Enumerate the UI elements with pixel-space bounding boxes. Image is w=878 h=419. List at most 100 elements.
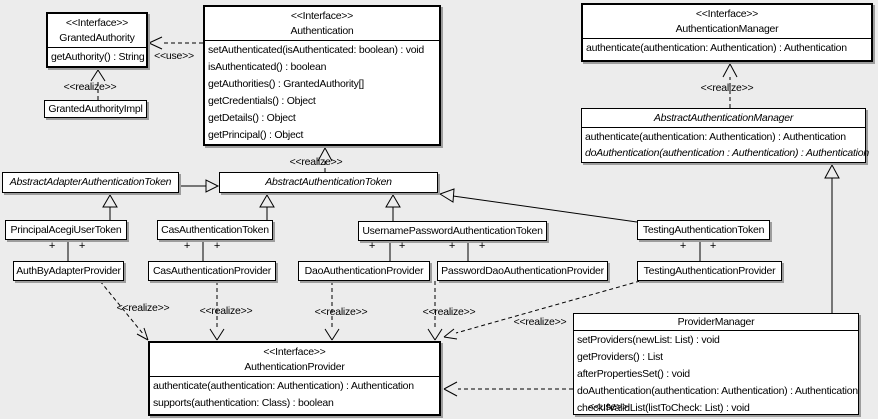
class-authentication-provider[interactable]: <<Interface>> AuthenticationProvider aut… (148, 341, 441, 416)
association-end-plus: + (679, 240, 687, 252)
class-name: AuthenticationManager (675, 23, 779, 35)
class-abstract-authentication-token[interactable]: AbstractAuthenticationToken (219, 172, 438, 193)
method-row: getDetails() : Object (208, 112, 296, 124)
edge-realize-passworddaoauthenticationprovider (427, 281, 443, 341)
edge-use-providermanager-to-authenticationprovider (443, 381, 573, 397)
class-authentication-manager[interactable]: <<Interface>> AuthenticationManager auth… (581, 3, 873, 62)
methods-compartment: authenticate(authentication: Authenticat… (150, 377, 439, 412)
method-row: doAuthentication(authentication : Authen… (585, 147, 869, 159)
edge-generalize-testingauthenticationtoken (438, 188, 638, 223)
realize-label: <<realize>> (63, 81, 117, 93)
class-name: AbstractAdapterAuthenticationToken (9, 176, 172, 188)
class-abstract-adapter-authentication-token[interactable]: AbstractAdapterAuthenticationToken (2, 172, 179, 193)
method-row: checkIfValidList(listToCheck: List) : vo… (577, 402, 750, 414)
stereotype-label: <<Interface>> (65, 17, 129, 29)
edge-realize-abstractauthenticationtoken-to-authentication (317, 147, 333, 172)
realize-label: <<realize>> (422, 306, 476, 318)
method-row: getCredentials() : Object (208, 95, 316, 107)
class-name: AuthByAdapterProvider (16, 264, 121, 277)
edge-realize-casauthenticationprovider (209, 281, 225, 341)
class-name: PrincipalAcegiUserToken (10, 223, 122, 236)
class-header: <<Interface>> GrantedAuthority (48, 14, 146, 48)
class-name: GrantedAuthorityImpl (48, 102, 143, 115)
methods-compartment: setAuthenticated(isAuthenticated: boolea… (205, 41, 439, 144)
method-row: authenticate(authentication: Authenticat… (586, 42, 847, 54)
association-end-plus: + (48, 240, 56, 252)
realize-label: <<realize>> (289, 156, 343, 168)
edge-realize-authbyadapterprovider (99, 280, 149, 341)
class-name: CasAuthenticationProvider (152, 264, 272, 277)
stereotype-label: <<Interface>> (263, 346, 326, 358)
class-name: PasswordDaoAuthenticationProvider (441, 264, 604, 277)
class-dao-authentication-provider[interactable]: DaoAuthenticationProvider (298, 261, 430, 281)
association-end-plus: + (448, 240, 456, 252)
edge-realize-abstractauthenticationmanager-to-authenticationmanager (722, 63, 738, 108)
use-label: <<use>> (588, 401, 628, 413)
method-row: getAuthority() : String (51, 51, 145, 63)
edge-generalize-abstractadaptertoken-to-abstracttoken (180, 179, 220, 193)
class-header: <<Interface>> Authentication (205, 7, 439, 41)
association-end-plus: + (78, 240, 86, 252)
class-name: TestingAuthenticationToken (642, 223, 765, 236)
edge-realize-testingauthenticationprovider (443, 280, 641, 340)
methods-compartment: setProviders(newList: List) : void getPr… (574, 331, 858, 417)
class-name: Authentication (290, 25, 354, 37)
realize-label: <<realize>> (700, 82, 754, 94)
methods-compartment: authenticate(authentication: Authenticat… (583, 39, 871, 57)
method-row: doAuthentication(authentication: Authent… (577, 385, 858, 397)
class-name: DaoAuthenticationProvider (304, 264, 424, 277)
association-end-plus: + (709, 240, 717, 252)
method-row: authenticate(authentication: Authenticat… (153, 380, 414, 392)
edge-generalize-providermanager-to-abstractauthenticationmanager (824, 163, 840, 313)
class-principal-acegi-user-token[interactable]: PrincipalAcegiUserToken (5, 220, 127, 240)
class-name: ProviderManager (677, 316, 755, 328)
association-end-plus: + (398, 240, 406, 252)
class-name: AbstractAuthenticationManager (653, 112, 794, 124)
edge-generalize-casauthenticationtoken (259, 194, 275, 220)
class-username-password-authentication-token[interactable]: UsernamePasswordAuthenticationToken (358, 221, 547, 241)
class-cas-authentication-provider[interactable]: CasAuthenticationProvider (148, 261, 276, 281)
method-row: setAuthenticated(isAuthenticated: boolea… (208, 44, 424, 56)
stereotype-label: <<Interface>> (695, 8, 759, 20)
edge-generalize-usernamepasswordtoken (385, 194, 401, 221)
class-name: UsernamePasswordAuthenticationToken (362, 224, 543, 237)
association-end-plus: + (478, 240, 486, 252)
association-end-plus: + (183, 240, 191, 252)
class-granted-authority[interactable]: <<Interface>> GrantedAuthority getAuthor… (46, 12, 148, 68)
class-testing-authentication-provider[interactable]: TestingAuthenticationProvider (637, 261, 782, 281)
method-row: setProviders(newList: List) : void (577, 334, 720, 346)
methods-compartment: authenticate(authentication: Authenticat… (582, 128, 869, 161)
class-provider-manager[interactable]: ProviderManager setProviders(newList: Li… (573, 313, 859, 415)
class-name: AbstractAuthenticationToken (265, 176, 392, 188)
class-name: AuthenticationProvider (244, 361, 345, 373)
realize-label: <<realize>> (116, 302, 170, 314)
class-header: <<Interface>> AuthenticationManager (583, 5, 871, 39)
association-end-plus: + (213, 240, 221, 252)
realize-label: <<realize>> (199, 305, 253, 317)
class-authentication[interactable]: <<Interface>> Authentication setAuthenti… (203, 5, 441, 146)
class-abstract-authentication-manager[interactable]: AbstractAuthenticationManager authentica… (581, 108, 869, 163)
stereotype-label: <<Interface>> (290, 10, 354, 22)
class-testing-authentication-token[interactable]: TestingAuthenticationToken (637, 220, 770, 240)
method-row: getAuthorities() : GrantedAuthority[] (208, 78, 364, 90)
class-header: AbstractAuthenticationManager (582, 109, 865, 128)
edge-use-authentication-to-grantedauthority (148, 36, 203, 50)
class-cas-authentication-token[interactable]: CasAuthenticationToken (157, 220, 273, 240)
class-auth-by-adapter-provider[interactable]: AuthByAdapterProvider (13, 261, 124, 281)
method-row: getProviders() : List (577, 351, 663, 363)
association-end-plus: + (368, 240, 376, 252)
method-row: authenticate(authentication: Authenticat… (585, 131, 846, 143)
method-row: afterPropertiesSet() : void (577, 368, 690, 380)
method-row: supports(authentication: Class) : boolea… (153, 397, 334, 409)
class-name: TestingAuthenticationProvider (643, 264, 776, 277)
edge-realize-daoauthenticationprovider (324, 281, 340, 341)
method-row: isAuthenticated() : boolean (208, 61, 327, 73)
class-name: CasAuthenticationToken (161, 223, 269, 236)
class-granted-authority-impl[interactable]: GrantedAuthorityImpl (44, 100, 147, 118)
class-password-dao-authentication-provider[interactable]: PasswordDaoAuthenticationProvider (437, 261, 608, 281)
use-label: <<use>> (154, 50, 194, 62)
realize-label: <<realize>> (513, 316, 567, 328)
edge-realize-grantedauthorityimpl-to-grantedauthority (90, 69, 106, 100)
